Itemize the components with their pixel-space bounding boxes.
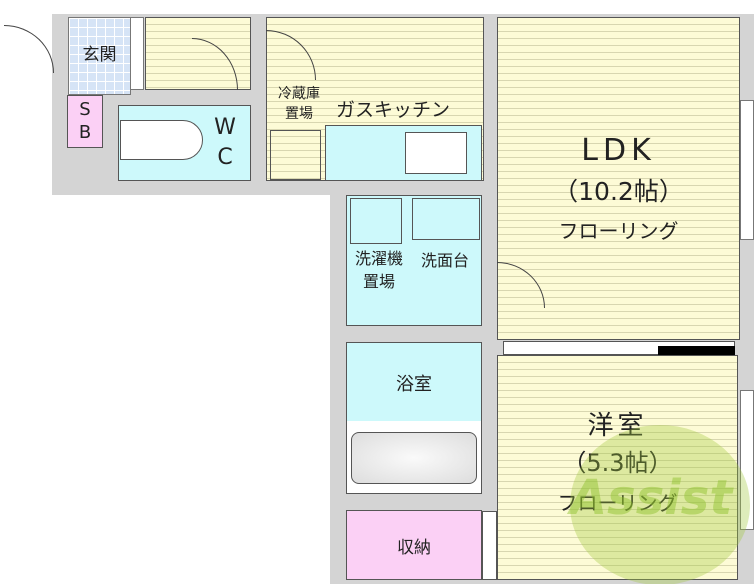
sink-icon [405,132,467,174]
label-genkan: 玄関 [82,45,117,65]
label-western-size: （5.3帖） [562,449,673,477]
label-washer-2: 置場 [362,272,395,291]
label-ldk: LDK [581,133,656,168]
label-washer: 洗濯機置場 [346,247,412,293]
bathtub-icon [351,432,477,484]
label-fridge-2: 置場 [285,106,313,122]
room-sb [67,95,103,148]
room-western [497,355,738,580]
label-sb-s: S [79,99,91,120]
label-western: 洋室 [587,411,648,441]
washbasin-icon [412,198,480,240]
room-storage [346,510,482,580]
label-kitchen: ガスキッチン [336,99,451,121]
label-western-floor: フローリング [557,491,678,515]
watermark-text: Assist [570,470,733,526]
label-wc-c: C [217,145,233,170]
room-washroom [346,195,482,326]
label-fridge: 冷蔵庫置場 [268,84,330,124]
toilet-icon [120,120,203,160]
window-ldk [740,100,754,240]
label-sb-b: B [78,122,92,143]
label-ldk-size: （10.2帖） [553,177,684,206]
label-washbasin: 洗面台 [420,251,469,270]
shoe-box [130,17,144,90]
label-storage: 収納 [397,538,431,558]
sliding-door-panel [658,346,735,355]
label-bath: 浴室 [396,374,432,395]
washer-icon [350,198,402,244]
room-genkan [68,17,131,95]
entrance-door[interactable] [4,25,54,73]
storage-door[interactable] [482,511,497,580]
watermark-logo [570,425,750,584]
fridge-space [270,130,321,180]
label-ldk-floor: フローリング [558,219,679,243]
label-washer-1: 洗濯機 [354,249,403,268]
label-fridge-1: 冷蔵庫 [278,86,320,102]
label-wc-w: W [214,115,236,140]
